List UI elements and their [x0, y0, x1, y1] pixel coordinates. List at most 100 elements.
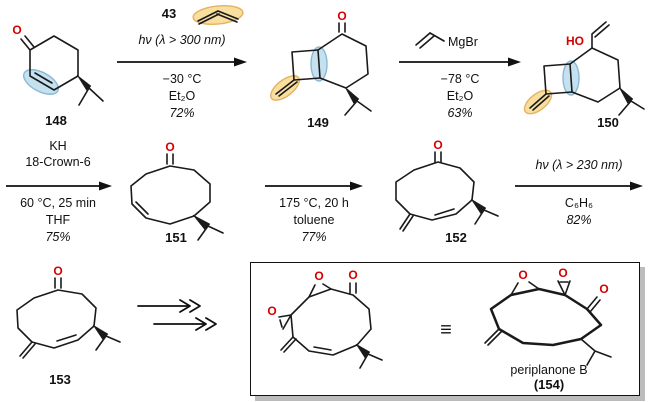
epoxide-oxygen-label: O: [314, 269, 323, 283]
epoxide-bond: [308, 283, 332, 298]
compound-label-151: 151: [165, 230, 187, 245]
carbonyl-bond: [54, 277, 62, 289]
alkene-bond: [434, 208, 455, 216]
oxygen-label: O: [12, 23, 21, 37]
condition-solvent-s3: THF: [45, 213, 71, 227]
reagent-label-43: 43: [161, 6, 177, 21]
vinyl-bond: [591, 21, 610, 49]
condition-solvent-s1: Et₂O: [168, 89, 196, 103]
structure-periplanone-b-skeletal: O O O: [267, 268, 383, 369]
bond: [429, 32, 445, 42]
condition-solvent-s4: toluene: [293, 213, 335, 227]
stereo-wedge: [92, 324, 109, 341]
cyclobutane-bond: [543, 63, 573, 95]
spiro-epoxide-bond: [278, 314, 292, 330]
reaction-arrow-3: [6, 181, 112, 191]
yield-s4: 77%: [301, 230, 327, 244]
methylene-bond: [280, 336, 297, 353]
cyclobutane-bond: [291, 49, 321, 81]
structure-153: O: [16, 264, 121, 359]
oxygen-label: O: [337, 9, 346, 23]
compound-label-149: 149: [307, 115, 329, 130]
condition-additive-s3: 18-Crown-6: [25, 155, 91, 169]
carbonyl-bond: [338, 22, 346, 33]
macrocycle-bond: [489, 287, 603, 347]
structure-vinyl-grignard: MgBr: [415, 32, 478, 49]
reaction-arrow-5: [515, 181, 643, 191]
vinyl-bond: [415, 32, 435, 49]
condition-solvent-s2: Et₂O: [446, 89, 474, 103]
isopropyl-bond: [580, 338, 612, 366]
carbonyl-bond: [20, 35, 35, 51]
methylene-bond: [19, 341, 36, 359]
compound-label-152: 152: [445, 230, 467, 245]
reaction-arrow-2: [399, 57, 521, 67]
equivalence-sign: ≡: [440, 319, 452, 341]
isopropyl-bond: [474, 209, 499, 225]
hydroxyl-label: HO: [566, 34, 584, 48]
reaction-arrow-1: [117, 57, 247, 67]
product-name: periplanone B: [510, 363, 588, 377]
compound-label-148: 148: [45, 113, 67, 128]
macrocycle-bond: [395, 161, 475, 221]
epoxide-bond: [510, 281, 540, 296]
allene-bonds: [197, 10, 239, 25]
condition-base-s3: KH: [49, 139, 67, 153]
isopropyl-bond: [359, 353, 383, 369]
stereo-wedge: [355, 343, 371, 359]
compound-label-154: (154): [533, 377, 565, 392]
alkene-bond: [34, 72, 53, 84]
compound-label-153: 153: [49, 372, 71, 387]
macrocycle-bond: [290, 288, 372, 356]
macrocycle-bond: [130, 165, 211, 225]
methylene-bond: [529, 93, 550, 111]
methylene-bond: [275, 79, 298, 97]
reaction-arrow-4: [265, 181, 363, 191]
methylene-bond: [399, 213, 414, 232]
condition-temp-s1: −30 °C: [162, 72, 202, 86]
oxygen-label: O: [165, 140, 174, 154]
alkene-bond: [313, 346, 332, 351]
oxygen-label: O: [433, 138, 442, 152]
isopropyl-bond: [95, 335, 121, 351]
yield-s2: 63%: [447, 106, 473, 120]
condition-solvent-s5: C₆H₆: [564, 196, 594, 210]
carbonyl-bond: [349, 282, 357, 294]
carbonyl-bond: [586, 296, 601, 313]
isopropyl-bond: [618, 100, 645, 116]
condition-temp-s3: 60 °C, 25 min: [20, 196, 96, 210]
spiro-epoxide-oxygen-label: O: [558, 266, 567, 280]
oxygen-label: O: [53, 264, 62, 278]
carbonyl-bond: [166, 153, 174, 165]
alkene-bond: [135, 201, 149, 215]
carbonyl-bond: [434, 151, 442, 163]
condition-light-s5: hν (λ > 230 nm): [535, 158, 623, 172]
mgbr-label: MgBr: [448, 35, 478, 49]
condition-temp-s2: −78 °C: [440, 72, 480, 86]
structure-149: O: [270, 9, 372, 116]
yield-s3: 75%: [45, 230, 71, 244]
methylene-bond: [484, 328, 503, 346]
structure-allene-43: [192, 4, 244, 26]
ketone-oxygen-label: O: [348, 268, 357, 282]
structure-periplanone-b-3d: O O O: [484, 266, 612, 366]
yield-s5: 82%: [566, 213, 592, 227]
isopropyl-bond: [344, 100, 372, 116]
condition-light-s1: hν (λ > 300 nm): [138, 33, 226, 47]
isopropyl-bond: [78, 87, 104, 106]
compound-label-150: 150: [597, 115, 619, 130]
isopropyl-bond: [197, 225, 224, 241]
macrocycle-bond: [16, 289, 97, 349]
structure-152: O: [395, 138, 499, 232]
structure-150: HO: [523, 21, 645, 116]
product-box: O O O ≡ O O O periplanone B (154: [250, 262, 640, 396]
spiro-epoxide-oxygen-label: O: [267, 304, 276, 318]
ketone-oxygen-label: O: [599, 282, 608, 296]
condition-temp-s4: 175 °C, 20 h: [279, 196, 349, 210]
structure-148: O: [12, 23, 104, 106]
multi-step-arrows: [137, 299, 217, 331]
ring-bond: [29, 35, 79, 91]
epoxide-oxygen-label: O: [518, 268, 527, 282]
alkene-bond: [56, 334, 77, 342]
